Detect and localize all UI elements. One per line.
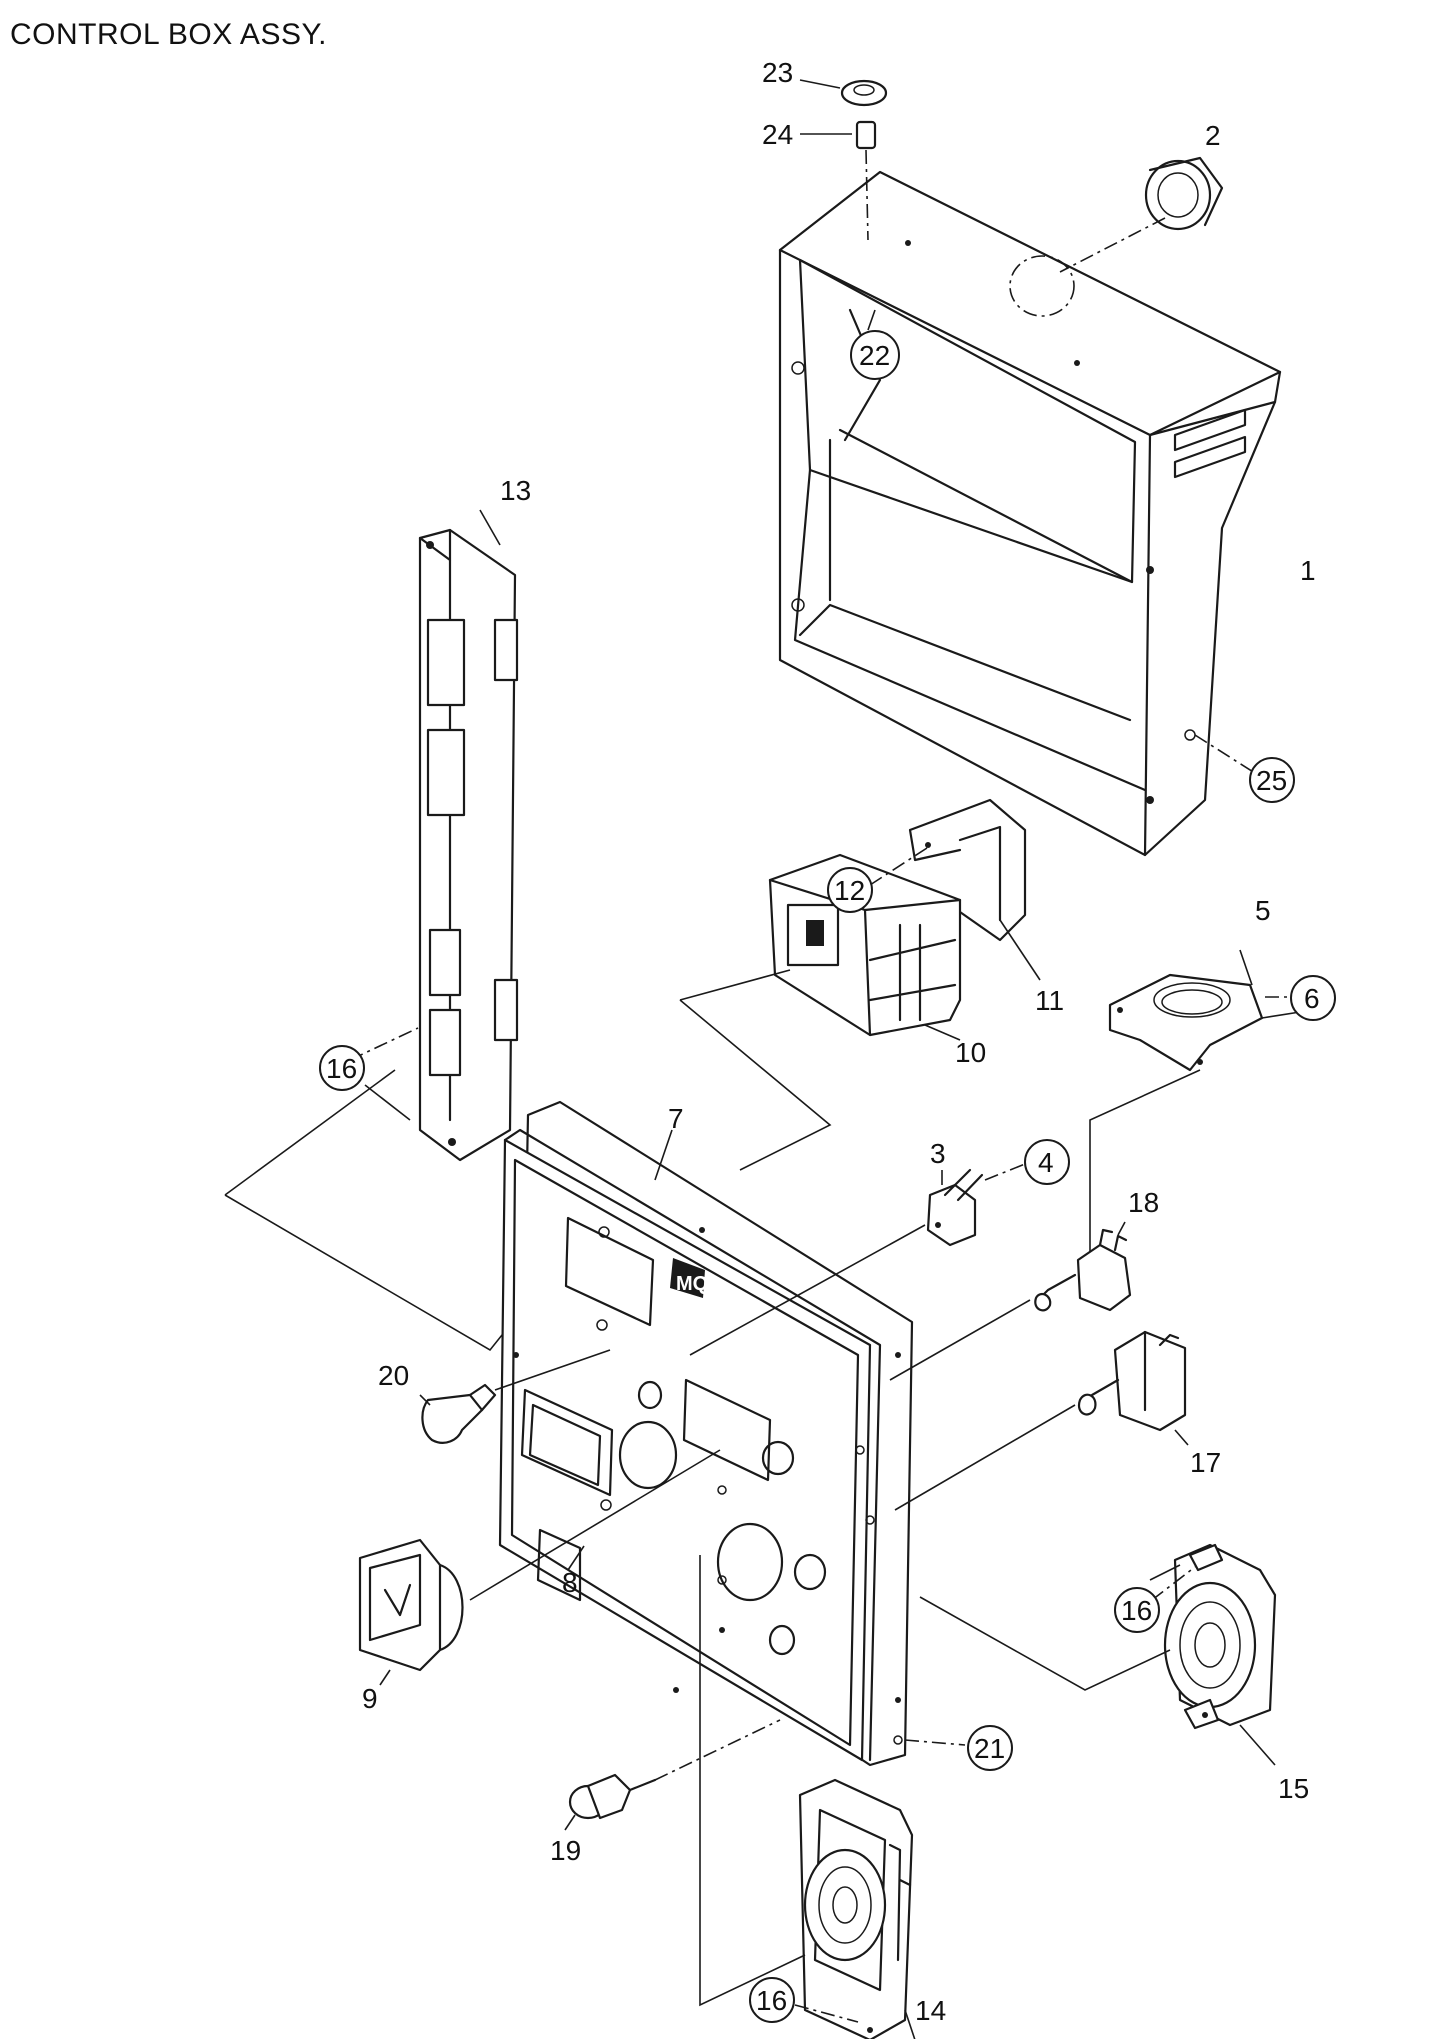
callout-16a-circle — [319, 1045, 365, 1091]
callout-labels: 1 2 3 4 5 6 7 8 9 10 11 12 13 14 15 16 1… — [319, 57, 1336, 2026]
toggle-switch-18 — [889, 1221, 1132, 1381]
callout-9: 9 — [362, 1683, 378, 1714]
locking-receptacle-15 — [919, 1543, 1277, 1766]
leader-25 — [1194, 734, 1259, 776]
knob-19 — [564, 1719, 781, 1831]
washer-23 — [799, 79, 888, 107]
callout-8: 8 — [562, 1567, 578, 1598]
callout-21-circle — [967, 1725, 1013, 1771]
callout-25-circle — [1249, 757, 1295, 803]
callout-16c: 16 — [756, 1985, 787, 2016]
callout-1: 1 — [1300, 555, 1316, 586]
callout-4: 4 — [1038, 1147, 1054, 1178]
callout-13: 13 — [500, 475, 531, 506]
callout-12: 12 — [834, 875, 865, 906]
callout-25: 25 — [1256, 765, 1287, 796]
callout-16a: 16 — [326, 1053, 357, 1084]
callout-6-circle — [1290, 975, 1336, 1021]
grommet-2 — [1059, 156, 1224, 273]
callout-2: 2 — [1205, 120, 1221, 151]
meter-bracket-5 — [1089, 949, 1301, 1260]
terminal-3 — [689, 1159, 1036, 1356]
callout-7: 7 — [668, 1103, 684, 1134]
duplex-receptacle-13 — [224, 509, 519, 1352]
callout-3: 3 — [930, 1138, 946, 1169]
meter-9 — [358, 1449, 721, 1686]
bushing-24 — [800, 120, 877, 241]
callout-15: 15 — [1278, 1773, 1309, 1804]
callout-16b: 16 — [1121, 1595, 1152, 1626]
callout-24: 24 — [762, 119, 793, 150]
callout-17: 17 — [1190, 1447, 1221, 1478]
front-panel-7: MQ — [498, 1100, 914, 1767]
page-title: CONTROL BOX ASSY. — [10, 18, 327, 51]
callout-23: 23 — [762, 57, 793, 88]
circuit-breaker-10 — [679, 853, 962, 1171]
callout-21: 21 — [974, 1733, 1005, 1764]
callout-16c-circle — [749, 1977, 795, 2023]
bracket-11 — [908, 798, 1041, 981]
callout-11: 11 — [1035, 985, 1064, 1016]
callout-22-circle — [850, 330, 900, 380]
pilot-lamp-20 — [419, 1349, 611, 1444]
callout-16b-circle — [1114, 1587, 1160, 1633]
svg-text:MQ: MQ — [676, 1273, 708, 1295]
callout-12-circle — [827, 867, 873, 913]
callout-19: 19 — [550, 1835, 581, 1866]
toggle-switch-17 — [894, 1330, 1189, 1511]
locking-receptacle-14 — [699, 1555, 916, 2039]
leader-21 — [893, 1735, 966, 1746]
callout-20: 20 — [378, 1360, 409, 1391]
callout-18: 18 — [1128, 1187, 1159, 1218]
callout-5: 5 — [1255, 895, 1271, 926]
callout-4-circle — [1024, 1139, 1070, 1185]
control-box-housing — [778, 170, 1282, 857]
callout-6: 6 — [1304, 983, 1320, 1014]
callout-14: 14 — [915, 1995, 946, 2026]
callout-10: 10 — [955, 1037, 986, 1068]
callout-22: 22 — [859, 340, 890, 371]
